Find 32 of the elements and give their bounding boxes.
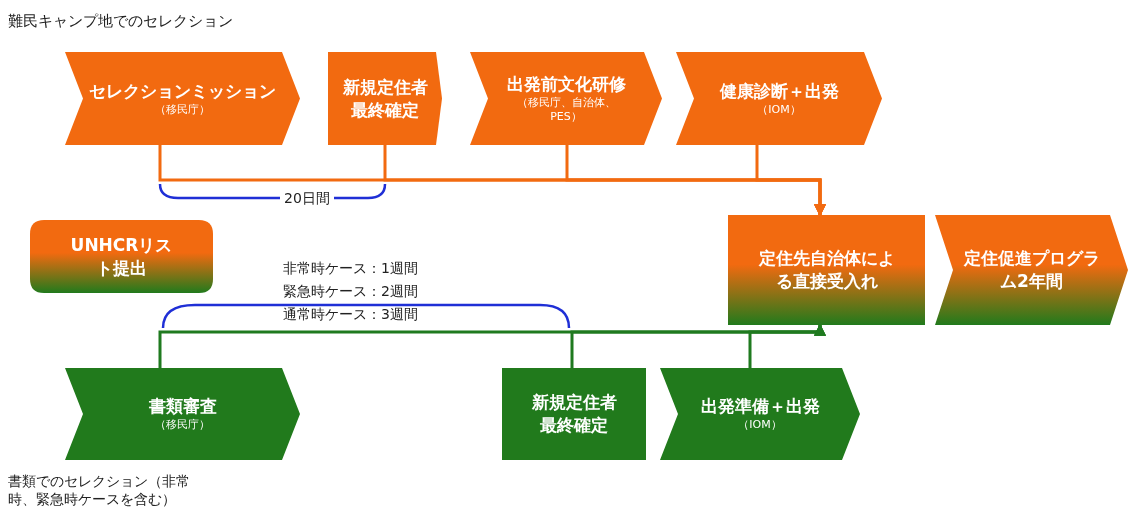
connector-arrow bbox=[755, 145, 826, 217]
step-note: （移民庁、自治体、PES） bbox=[515, 95, 617, 125]
step-title: 書類審査 bbox=[147, 395, 218, 419]
duration-label: 緊急時ケース：2週間 bbox=[283, 282, 418, 301]
chevron-step bbox=[935, 215, 1128, 325]
step-note: （IOM） bbox=[737, 418, 783, 433]
step-title: UNHCRリスト提出 bbox=[69, 233, 174, 280]
step-title: 健康診断＋出発 bbox=[718, 79, 840, 103]
step-title: 出発準備＋出発 bbox=[699, 395, 821, 419]
duration-label: 非常時ケース：1週間 bbox=[283, 259, 418, 278]
step-note: （移民庁） bbox=[154, 418, 211, 433]
chevron-step bbox=[65, 368, 300, 460]
process-box bbox=[30, 220, 213, 293]
step-title: 定住促進プログラム2年間 bbox=[962, 247, 1101, 293]
step-title: セレクションミッション bbox=[88, 79, 277, 103]
section-heading: 難民キャンプ地でのセレクション bbox=[8, 11, 233, 32]
process-box bbox=[502, 368, 646, 460]
step-title: 新規定住者最終確定 bbox=[341, 75, 429, 122]
process-box bbox=[728, 215, 925, 325]
chevron-step bbox=[676, 52, 882, 145]
step-note: （移民庁） bbox=[154, 102, 211, 118]
step-title: 出発前文化研修 bbox=[505, 72, 627, 96]
duration-label: 通常時ケース：3週間 bbox=[283, 305, 418, 324]
step-title: 新規定住者最終確定 bbox=[530, 391, 618, 437]
chevron-step bbox=[470, 52, 662, 145]
chevron-step bbox=[65, 52, 300, 145]
process-box bbox=[328, 52, 442, 145]
step-note: （IOM） bbox=[756, 102, 802, 118]
step-title: 定住先自治体による直接受入れ bbox=[757, 247, 896, 293]
section-heading: 書類でのセレクション（非常時、緊急時ケースを含む） bbox=[8, 472, 191, 509]
connector-arrow bbox=[748, 323, 826, 368]
chevron-step bbox=[660, 368, 860, 460]
